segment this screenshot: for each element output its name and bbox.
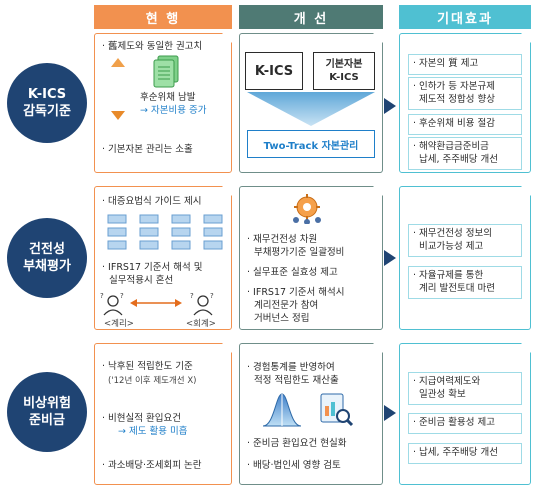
- row-label-line: K-ICS: [27, 87, 67, 102]
- current-item: · 낙후된 적립한도 기준: [102, 361, 193, 372]
- merge-triangle-icon: [247, 92, 375, 126]
- bell-curve-icon: [262, 393, 302, 427]
- svg-text:?: ?: [120, 292, 124, 300]
- kics-box: K-ICS: [245, 52, 303, 90]
- expected-card: 후순위채 비용 절감: [408, 114, 522, 135]
- double-arrow-icon: [111, 58, 125, 120]
- current-item: · 대증요법식 가이드 제시: [102, 196, 202, 207]
- improvement-item: · 실무표준 실효성 제고: [247, 267, 338, 278]
- person-confused-icon: ? ?: [100, 292, 124, 316]
- expected-card: 자본의 質 제고: [408, 54, 522, 75]
- two-track-box: Two-Track 자본관리: [247, 130, 375, 158]
- basic-capital-line: K-ICS: [329, 72, 359, 83]
- improvement-item: 적정 적립한도 재산출: [254, 375, 339, 386]
- current-item-consequence: → 자본비용 증가: [140, 105, 207, 116]
- current-box-reserve: [94, 342, 233, 485]
- expected-box-liability: [399, 185, 532, 330]
- row-label-line: 건전성: [29, 242, 65, 257]
- actuary-tag: <계리>: [104, 319, 134, 329]
- flow-arrow: [384, 405, 396, 421]
- improvement-box-reserve: [239, 342, 384, 485]
- improvement-box-liability: [239, 185, 384, 330]
- document-stack-icon: [153, 55, 179, 88]
- row-label-line: 비상위험: [23, 396, 71, 411]
- basic-capital-line: 기본자본: [325, 59, 363, 70]
- improvement-item: · 준비금 환입요건 현실화: [247, 438, 347, 449]
- row-label-line: 준비금: [29, 413, 65, 428]
- improvement-item: 부채평가기준 일괄정비: [254, 247, 345, 258]
- svg-text:?: ?: [210, 292, 214, 300]
- svg-text:?: ?: [190, 292, 194, 300]
- row-label-kics: K-ICS 감독기준: [7, 63, 87, 143]
- flow-arrow: [384, 98, 396, 114]
- current-box-liability: [94, 185, 233, 330]
- expected-card: 납세, 주주배당 개선: [408, 443, 522, 464]
- current-item: · 기본자본 관리는 소홀: [102, 144, 193, 155]
- improvement-item: · 경험통계를 반영하여: [247, 362, 335, 373]
- report-magnifier-icon: [320, 393, 354, 427]
- improvement-item: 거버넌스 정립: [254, 313, 310, 324]
- improvement-item: 계리전문가 참여: [254, 300, 319, 311]
- current-item: · IFRS17 기준서 해석 및: [102, 262, 203, 273]
- basic-capital-kics-box: 기본자본 K-ICS: [313, 52, 375, 90]
- svg-text:?: ?: [100, 292, 104, 300]
- current-item: · 비현실적 환입요건: [102, 413, 181, 424]
- improvement-item: · IFRS17 기준서 해석시: [247, 287, 345, 298]
- current-item-consequence: → 제도 활용 미흡: [118, 426, 188, 437]
- cross-arrow-icon: [130, 299, 182, 307]
- row-label-line: 감독기준: [23, 104, 71, 119]
- flow-arrow: [384, 250, 396, 266]
- header-expected: 기대효과: [399, 5, 531, 29]
- row-label-line: 부채평가: [23, 259, 71, 274]
- person-confused-icon: ? ?: [190, 292, 214, 316]
- improvement-item: · 배당·법인세 영향 검토: [247, 460, 341, 471]
- document-grid-icon: [107, 214, 223, 250]
- current-item: 후순위채 남발: [140, 92, 196, 103]
- row-label-liability: 건전성 부채평가: [7, 218, 87, 298]
- expected-card: 준비금 활용성 제고: [408, 413, 522, 434]
- current-item: · 舊제도와 동일한 권고치: [102, 41, 203, 52]
- row-label-reserve: 비상위험 준비금: [7, 372, 87, 452]
- header-current: 현 행: [94, 5, 232, 29]
- improvement-item: · 재무건전성 차원: [247, 234, 318, 245]
- current-item: 실무적용시 혼선: [109, 275, 174, 286]
- current-item: · 과소배당·조세회피 논란: [102, 460, 202, 471]
- header-improvement: 개 선: [239, 5, 383, 29]
- current-item-note: ('12년 이후 제도개선 X): [108, 376, 197, 386]
- gear-team-icon: [293, 194, 321, 224]
- accounting-tag: <회계>: [186, 319, 216, 329]
